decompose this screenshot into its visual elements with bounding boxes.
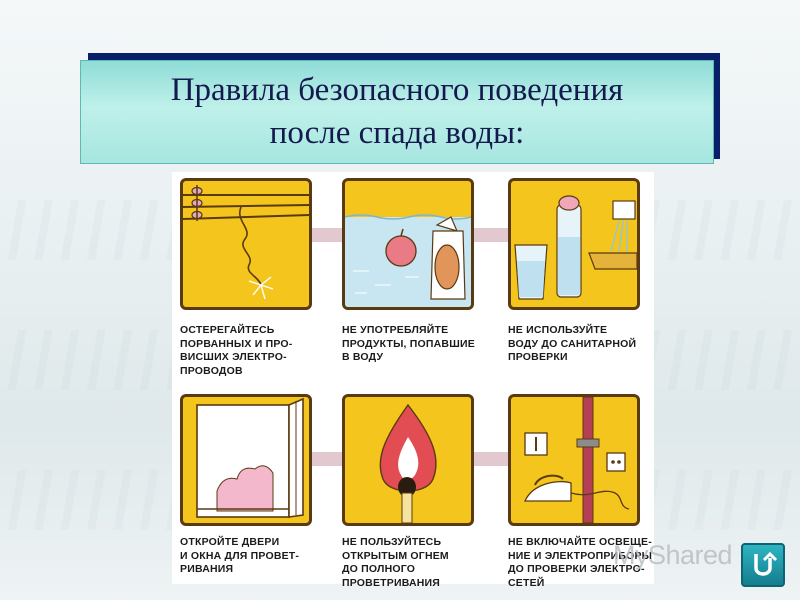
caption-line: Не включайте освеще-	[508, 536, 652, 548]
title-line-2: после спада воды:	[269, 115, 525, 151]
caption-line: ривания	[180, 563, 234, 576]
rule-caption-food: Не употребляйте продукты, попавшие в вод…	[342, 324, 492, 365]
rule-caption-water: Не используйте воду до санитарной провер…	[508, 324, 658, 365]
rules-poster: Остерегайтесь порванных и про- висших эл…	[172, 172, 654, 589]
caption-line: Не используйте	[508, 324, 608, 336]
caption-line: Не пользуйтесь	[342, 536, 442, 548]
rule-caption-fire: Не пользуйтесь открытым огнем до полного…	[342, 536, 492, 591]
caption-line: открытым огнем	[342, 549, 449, 562]
myshared-logo-button[interactable]	[741, 543, 785, 587]
caption-line: проводов	[180, 364, 243, 377]
rule-panel-fire	[342, 394, 474, 526]
match-flame-icon	[379, 403, 437, 523]
rule-panel-electric	[508, 394, 640, 526]
rule-panel-food	[342, 178, 474, 310]
caption-line: в воду	[342, 351, 384, 364]
broken-wire-icon	[183, 185, 309, 300]
u-turn-icon	[754, 551, 778, 576]
rule-caption-wires: Остерегайтесь порванных и про- висших эл…	[180, 324, 330, 379]
rule-panel-wires	[180, 178, 312, 310]
caption-line: порванных и про-	[180, 337, 293, 350]
connector	[312, 452, 342, 466]
spoiled-food-icon	[345, 214, 471, 307]
rule-caption-electric: Не включайте освеще- ние и электроприбор…	[508, 536, 658, 591]
caption-line: до проверки электро-	[508, 563, 645, 576]
connector	[312, 228, 342, 242]
water-glass-icon	[514, 195, 637, 300]
caption-line: сетей	[508, 576, 545, 589]
caption-line: проверки	[508, 351, 568, 364]
caption-line: Остерегайтесь	[180, 324, 275, 336]
rule-caption-window: Откройте двери и окна для провет- ривани…	[180, 536, 330, 577]
iron-socket-icon	[523, 397, 630, 523]
watermark-text: MyShared	[613, 540, 733, 570]
caption-line: продукты, попавшие	[342, 337, 475, 350]
rule-panel-water	[508, 178, 640, 310]
caption-line: воду до санитарной	[508, 337, 637, 350]
rule-panel-window	[180, 394, 312, 526]
slide-title: Правила безопасного поведения после спад…	[80, 60, 714, 164]
caption-line: до полного	[342, 563, 416, 576]
caption-line: Откройте двери	[180, 536, 280, 548]
title-line-1: Правила безопасного поведения	[170, 72, 624, 109]
caption-line: Не употребляйте	[342, 324, 449, 336]
caption-line: висших электро-	[180, 351, 287, 364]
open-window-icon	[196, 397, 304, 518]
connector	[474, 228, 508, 242]
caption-line: и окна для провет-	[180, 549, 300, 562]
connector	[474, 452, 508, 466]
caption-line: ние и электроприборы	[508, 549, 653, 562]
caption-line: проветривания	[342, 576, 441, 589]
